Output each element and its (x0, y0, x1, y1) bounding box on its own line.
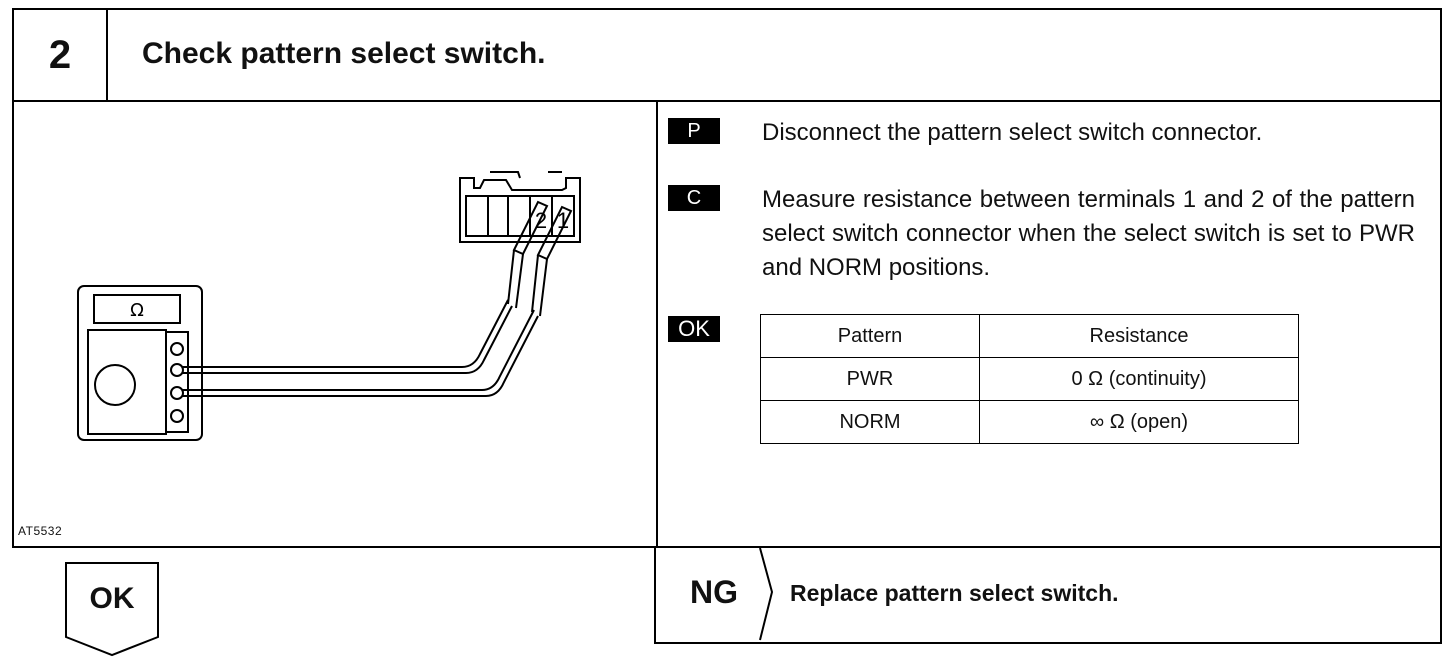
connector-face (465, 195, 575, 237)
ng-outcome-box: NG Replace pattern select switch. (654, 546, 1442, 644)
test-lead-lower (182, 309, 535, 391)
probe-tip-2 (531, 254, 548, 317)
table-cell-pattern: PWR (760, 357, 980, 401)
table-header-resistance: Resistance (979, 314, 1299, 358)
terminal-2-label: 2 (535, 208, 547, 233)
table-row: NORM ∞ Ω (open) (760, 400, 1299, 444)
jack-4 (170, 409, 184, 423)
step-number: 2 (14, 10, 108, 100)
switch-connector (459, 177, 581, 243)
badge-c: C (668, 185, 720, 211)
procedure-body: Ω 2 1 AT5532 (12, 100, 1442, 548)
table-cell-resistance: 0 Ω (continuity) (979, 357, 1299, 401)
ohmmeter-symbol: Ω (130, 300, 144, 321)
test-lead-upper (182, 299, 509, 368)
table-cell-pattern: NORM (760, 400, 980, 444)
ohmmeter-dial (94, 364, 136, 406)
ohmmeter-dial-panel (87, 329, 167, 435)
resistance-spec-table: Pattern Resistance PWR 0 Ω (continuity) … (760, 314, 1299, 444)
ohmmeter-body (77, 285, 203, 441)
table-row: PWR 0 Ω (continuity) (760, 357, 1299, 401)
table-header-row: Pattern Resistance (760, 314, 1299, 358)
step-header: 2 Check pattern select switch. (12, 8, 1442, 102)
ok-outcome-label: OK (89, 582, 135, 615)
terminal-1-label: 1 (557, 208, 569, 233)
instruction-p-text: Disconnect the pattern select switch con… (762, 119, 1263, 146)
jack-2 (170, 363, 184, 377)
badge-p: P (668, 118, 720, 144)
jack-3 (170, 386, 184, 400)
probe-tip-1 (507, 249, 524, 309)
instruction-c-text: Measure resistance between terminals 1 a… (762, 186, 1415, 281)
ohmmeter-display (93, 294, 181, 324)
step-title: Check pattern select switch. (142, 37, 546, 70)
probe-2 (536, 205, 573, 261)
test-lead-upper-outer (182, 305, 513, 374)
figure-code: AT5532 (18, 524, 63, 538)
ok-arrow-icon (65, 562, 159, 657)
jack-1 (170, 342, 184, 356)
ng-chevron-icon (759, 547, 774, 641)
table-header-pattern: Pattern (760, 314, 980, 358)
table-cell-resistance: ∞ Ω (open) (979, 400, 1299, 444)
ohmmeter-jack-panel (165, 331, 189, 433)
column-divider (656, 100, 658, 546)
ohmmeter-diagram: Ω 2 1 (77, 171, 581, 441)
badge-ok: OK (668, 316, 720, 342)
ng-outcome-label: NG (690, 574, 738, 610)
test-lead-lower-outer (182, 315, 539, 397)
ng-action-text: Replace pattern select switch. (790, 580, 1119, 606)
